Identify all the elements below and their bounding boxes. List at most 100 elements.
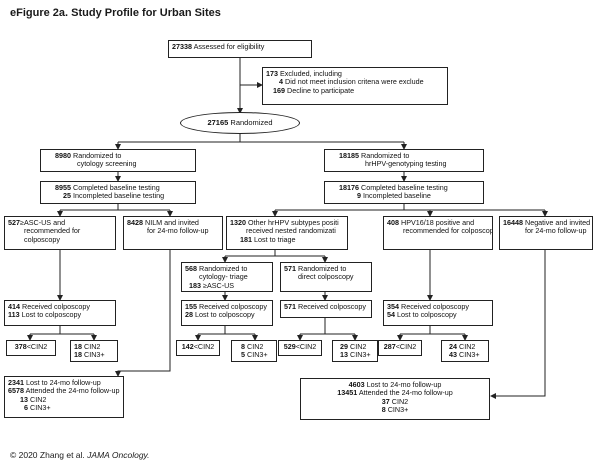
hpv-arm-line2: hrHPV-genotyping testing (365, 159, 447, 169)
cyto-fu-cin3-label: CIN3+ (30, 403, 51, 413)
result-b1-count: 142 (181, 342, 194, 351)
journal-name: JAMA Oncology. (87, 450, 150, 460)
colposcopy-box-a: 414 Received colposcopy 113 Lost to colp… (4, 300, 116, 326)
result-d1-label: <CIN2 (395, 342, 417, 351)
ascus-line3: colposcopy (24, 234, 60, 244)
result-c2-cin3-count: 13 (340, 350, 348, 360)
assessed-count: 27338 (172, 42, 192, 51)
colpo-d-received-count: 354 (387, 302, 399, 311)
colpo-a-lost-count: 113 (8, 310, 20, 320)
triage-ascus-count: 183 (189, 280, 201, 290)
hpv-fu-cin3-label: CIN3+ (387, 405, 409, 415)
hpv-arm-line1: Randomized to (361, 151, 410, 160)
result-a2-cin3-count: 18 (74, 350, 82, 360)
assessed-box: 27338 Assessed for eligibility (168, 40, 312, 58)
triage-box: 568 Randomized to cytology- triage 183 ≥… (181, 262, 273, 292)
hpv-baseline-box: 18176 Completed baseline testing 9 Incom… (324, 181, 484, 204)
result-a2-cin3-label: CIN3+ (84, 350, 105, 360)
cyto-fu-cin2-count: 13 (20, 394, 28, 404)
hpv1618-line1: HPV16/18 positive and (401, 218, 475, 227)
colpo-b-received-count: 155 (185, 302, 197, 311)
result-c1-label: <CIN2 (295, 342, 317, 351)
triage-ascus-label: ≥ASC-US (203, 280, 235, 290)
result-c2-cin2-count: 29 (340, 342, 348, 351)
result-b-cin: 8 CIN2 5 CIN3+ (231, 340, 277, 362)
result-d2-cin2-label: CIN2 (459, 342, 476, 351)
ascus-count: 527 (8, 218, 20, 227)
not-eligible-label: Did not meet inclusion critena were excl… (285, 77, 424, 87)
result-b2-cin2-label: CIN2 (247, 342, 264, 351)
other-hpv-box: 1320 Other hrHPV subtypes positi receive… (226, 216, 348, 250)
colpo-b-lost-count: 28 (185, 310, 193, 320)
result-b2-cin3-count: 5 (241, 350, 245, 360)
hpv-completed-label: Completed baseline testing (361, 183, 448, 192)
result-b-below-cin2: 142<CIN2 (176, 340, 220, 356)
hpv-arm-count: 18185 (339, 151, 359, 160)
cyto-fu-cin3-count: 6 (24, 403, 28, 413)
copyright-footer: © 2020 Zhang et al. JAMA Oncology. (10, 450, 150, 460)
triage-count: 568 (185, 264, 197, 273)
result-a2-cin2-label: CIN2 (84, 342, 101, 351)
result-c2-cin2-label: CIN2 (350, 342, 367, 351)
hpv-fu-attended-count: 13451 (337, 388, 358, 398)
direct-line2: direct colposcopy (298, 272, 354, 282)
hpv-incomplete-count: 9 (357, 191, 361, 201)
triage-line1: Randomized to (199, 264, 248, 273)
colpo-c-received-label: Received colposcopy (298, 302, 366, 311)
colposcopy-box-c: 571 Received colposcopy (280, 300, 372, 318)
result-c-below-cin2: 529<CIN2 (278, 340, 322, 356)
cyto-fu-lost-label: Lost to 24-mo follow-up (26, 378, 101, 387)
declined-count: 169 (273, 85, 285, 95)
cytology-arm-line1: Randomized to (73, 151, 122, 160)
colpo-a-received-count: 414 (8, 302, 20, 311)
excluded-count: 173 (266, 69, 278, 78)
ascus-line1: ≥ASC-US and (20, 218, 66, 227)
hpv-fu-cin2-count: 37 (381, 396, 390, 406)
negative-count: 16448 (503, 218, 523, 227)
colpo-a-received-label: Received colposcopy (22, 302, 90, 311)
negative-line2: for 24-mo follow-up (525, 226, 587, 236)
result-c-cin: 29 CIN2 13 CIN3+ (332, 340, 378, 362)
hpv1618-line2: recommended for colposcopy (403, 226, 493, 236)
result-a-cin: 18 CIN2 18 CIN3+ (70, 340, 118, 362)
hpv-completed-count: 18176 (339, 183, 359, 192)
ascus-box: 527≥ASC-US and recommended for colposcop… (4, 216, 116, 250)
randomized-label: Randomized (230, 118, 273, 127)
other-hpv-line2: received nested randomizati (246, 226, 336, 236)
result-a1-count: 378 (14, 342, 27, 351)
result-b2-cin2-count: 8 (241, 342, 245, 351)
cytology-baseline-box: 8955 Completed baseline testing 25 Incom… (40, 181, 196, 204)
hpv-followup-box: 4603 Lost to 24-mo follow-up 13451 Atten… (300, 378, 490, 420)
cyto-completed-label: Completed baseline testing (73, 183, 160, 192)
colpo-b-received-label: Received colposcopy (199, 302, 267, 311)
randomized-count: 27165 (207, 118, 229, 127)
negative-line1: Negative and invited (525, 218, 591, 227)
direct-count: 571 (284, 264, 296, 273)
triage-lost-count: 181 (240, 234, 252, 244)
other-hpv-count: 1320 (230, 218, 246, 227)
cyto-completed-count: 8955 (55, 183, 71, 192)
nilm-box: 8428 NILM and invited for 24-mo follow-u… (123, 216, 223, 250)
excluded-label: Excluded, including (280, 69, 342, 78)
colpo-a-lost-label: Lost to colposcopy (21, 310, 82, 320)
colposcopy-box-b: 155 Received colposcopy 28 Lost to colpo… (181, 300, 273, 326)
cytology-arm-line2: cytology screening (77, 159, 137, 169)
result-d2-cin3-label: CIN3+ (459, 350, 480, 360)
result-a-below-cin2: 378<CIN2 (6, 340, 56, 356)
result-b2-cin3-label: CIN3+ (247, 350, 268, 360)
result-d1-count: 287 (383, 342, 396, 351)
hpv-fu-attended-label: Attended the 24-mo follow-up (358, 388, 453, 398)
hpv-fu-lost-label: Lost to 24-mo follow-up (366, 380, 442, 389)
figure-title: eFigure 2a. Study Profile for Urban Site… (10, 7, 221, 19)
result-d2-cin3-count: 43 (449, 350, 457, 360)
randomized-ellipse: 27165 Randomized (180, 112, 300, 134)
hpv-fu-cin2-label: CIN2 (391, 396, 409, 406)
nilm-count: 8428 (127, 218, 143, 227)
nilm-line1: NILM and invited (145, 218, 199, 227)
negative-box: 16448 Negative and invited for 24-mo fol… (499, 216, 593, 250)
result-b1-label: <CIN2 (193, 342, 215, 351)
cyto-incomplete-count: 25 (63, 191, 71, 201)
cyto-fu-attended-label: Attended the 24-mo follow-up (25, 386, 120, 396)
colpo-d-lost-label: Lost to colposcopy (397, 310, 457, 320)
result-c2-cin3-label: CIN3+ (350, 350, 371, 360)
